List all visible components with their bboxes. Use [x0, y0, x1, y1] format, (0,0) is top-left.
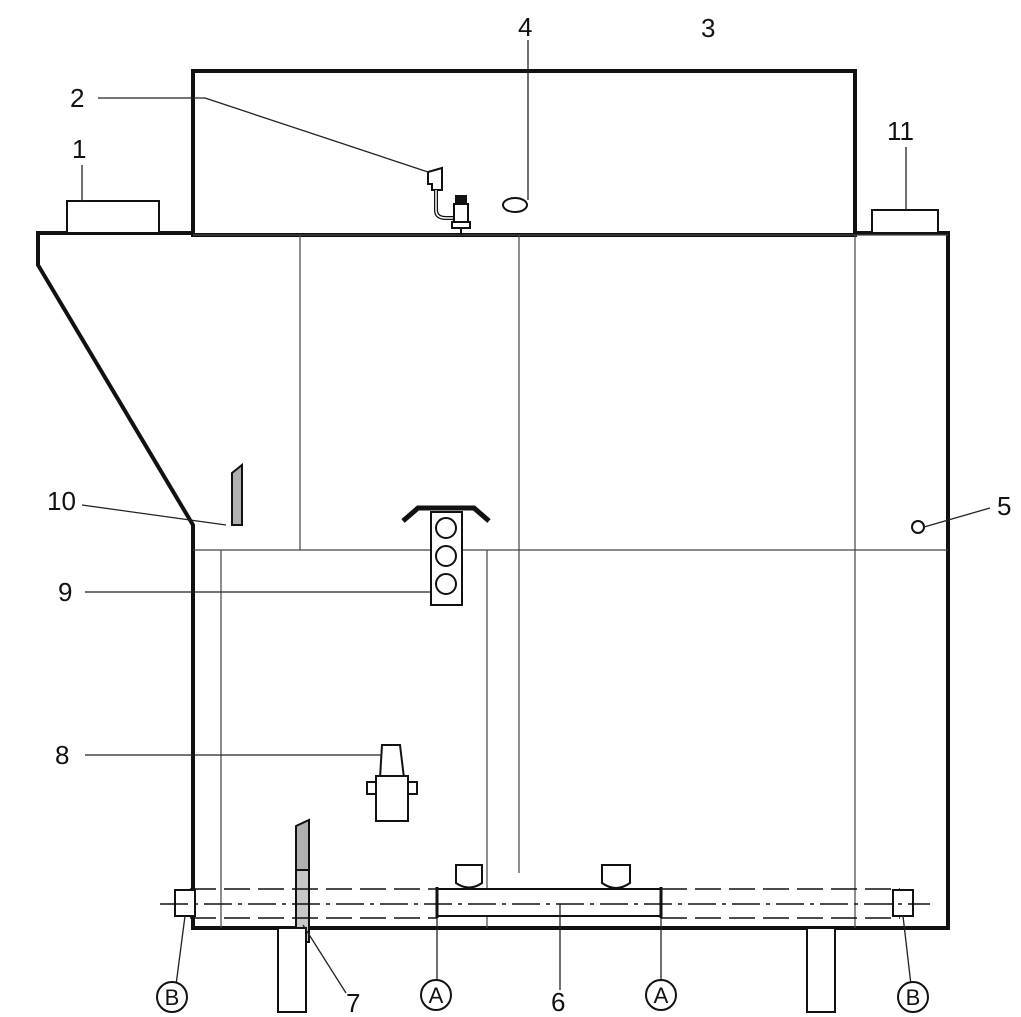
label-9: 9	[58, 577, 72, 607]
label-6: 6	[551, 987, 565, 1017]
valve-8	[366, 744, 418, 822]
port-5	[911, 520, 925, 534]
svg-text:B: B	[906, 985, 921, 1010]
leg-left	[277, 927, 307, 1013]
rod-7	[295, 818, 310, 943]
plate-10	[231, 462, 243, 526]
marker-a-right: A	[645, 979, 677, 1011]
marker-b-right: B	[897, 981, 929, 1013]
main-body-outline	[36, 231, 950, 930]
section-lines	[160, 888, 930, 919]
leg-right	[806, 927, 836, 1013]
label-7: 7	[346, 988, 360, 1017]
svg-text:A: A	[429, 983, 444, 1008]
marker-a-left: A	[420, 979, 452, 1011]
stub-b-left	[174, 889, 196, 917]
interior-lines	[193, 234, 948, 928]
svg-text:A: A	[654, 983, 669, 1008]
component-1-box	[66, 200, 160, 234]
label-3: 3	[701, 13, 715, 43]
unit-9	[401, 505, 491, 606]
marker-b-left: B	[156, 981, 188, 1013]
label-11: 11	[887, 116, 914, 146]
pipe-6	[435, 864, 663, 918]
stub-b-right	[892, 889, 914, 917]
label-2: 2	[70, 83, 84, 113]
leader-lines	[81, 40, 991, 994]
svg-text:B: B	[165, 985, 180, 1010]
label-1: 1	[72, 134, 86, 164]
label-10: 10	[47, 486, 76, 516]
component-11-box	[871, 209, 939, 234]
fitting-2	[427, 166, 471, 235]
opening-4	[502, 197, 528, 213]
label-5: 5	[997, 491, 1011, 521]
label-4: 4	[518, 12, 532, 42]
label-8: 8	[55, 740, 69, 770]
